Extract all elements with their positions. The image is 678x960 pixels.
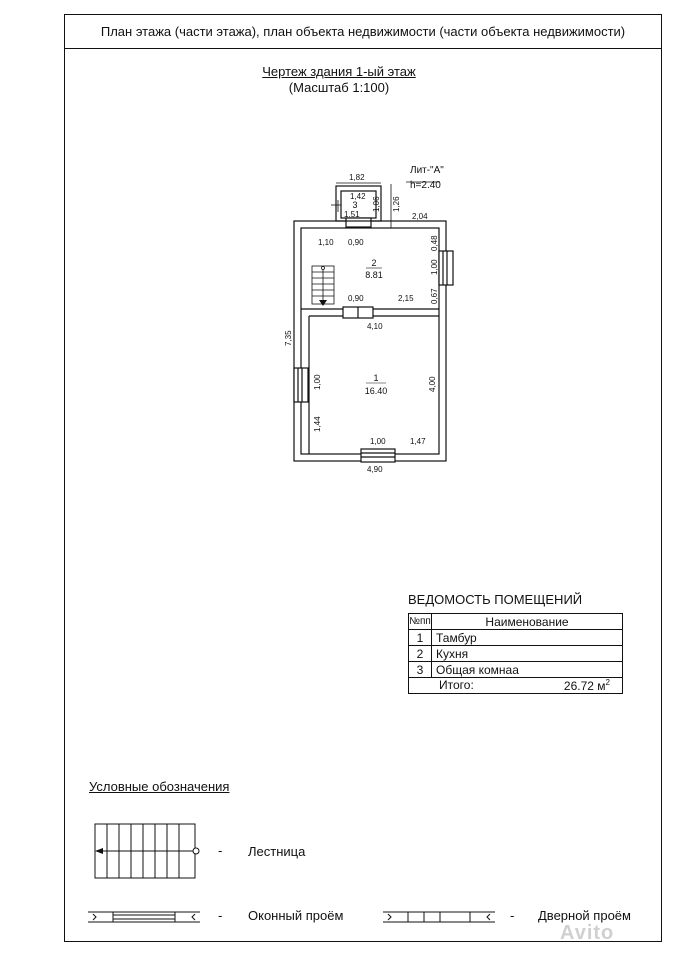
drawing-scale: (Масштаб 1:100) [288, 80, 390, 95]
window-room-bottom [360, 448, 396, 463]
dim-label: 1,82 [349, 173, 365, 182]
legend-door-dash: - [510, 908, 515, 923]
legend-door-label: Дверной проём [538, 908, 631, 923]
row-name: Общая комнаа [431, 661, 623, 678]
legend-stairs-icon [94, 823, 200, 879]
window-room-left [293, 367, 309, 403]
room-2-number: 2 [371, 258, 376, 268]
room-schedule-table: №пп Наименование 1 Тамбур 2 Кухня 3 Обща… [408, 613, 623, 694]
table-row: 1 Тамбур [408, 629, 623, 646]
door-3-2 [345, 217, 372, 228]
room-1-area: 16.40 [365, 386, 388, 396]
legend-door-icon [383, 911, 495, 923]
dim-label: 7,35 [284, 330, 293, 346]
legend-stairs-dash: - [218, 843, 223, 858]
legend-window-icon [88, 911, 200, 923]
col-header-num: №пп [408, 613, 432, 630]
table-total-row: Итого: 26.72 м2 [408, 677, 623, 694]
table-row: 3 Общая комнаа [408, 661, 623, 678]
dim-label: 1,42 [350, 192, 366, 201]
row-num: 1 [408, 629, 432, 646]
legend-title: Условные обозначения [89, 779, 230, 794]
dim-label: 0,67 [430, 288, 439, 304]
dim-label: 1,47 [410, 437, 426, 446]
dim-label: 0,90 [348, 238, 364, 247]
dim-label: 1,00 [430, 259, 439, 275]
table-row: 2 Кухня [408, 645, 623, 662]
dim-label: 1,44 [313, 416, 322, 432]
window-kitchen [438, 250, 454, 286]
col-header-name: Наименование [431, 613, 623, 630]
dim-label: 1,00 [313, 374, 322, 390]
row-num: 2 [408, 645, 432, 662]
room-1-number: 1 [373, 373, 378, 383]
dim-label: 4,90 [367, 465, 383, 474]
row-num: 3 [408, 661, 432, 678]
dim-label: 1,10 [318, 238, 334, 247]
dim-label: 0,48 [430, 235, 439, 251]
dim-label: 0,90 [348, 294, 364, 303]
dim-label: 2,15 [398, 294, 414, 303]
avito-watermark: Avito [560, 922, 615, 944]
dim-label: 1,26 [392, 196, 401, 212]
schedule-title: ВЕДОМОСТЬ ПОМЕЩЕНИЙ [408, 592, 583, 607]
total-value: 26.72 м [563, 679, 606, 693]
building-height: h=2.40 [410, 180, 441, 191]
dim-label: 4,00 [428, 376, 437, 392]
stairs-symbol [311, 265, 335, 305]
row-name: Кухня [431, 645, 623, 662]
total-unit-sup: 2 [605, 678, 610, 687]
dim-label: 4,10 [367, 322, 383, 331]
drawing-title: Чертеж здания 1-ый этаж [262, 64, 416, 79]
dim-label: 1.51 [344, 210, 360, 219]
legend-stairs-label: Лестница [248, 844, 306, 859]
row-name: Тамбур [431, 629, 623, 646]
drawing-frame [64, 14, 662, 942]
total-label: Итого: [439, 678, 474, 692]
room-3-number: 3 [352, 200, 357, 210]
header-title: План этажа (части этажа), план объекта н… [64, 14, 662, 49]
legend-window-dash: - [218, 908, 223, 923]
room-2-area: 8.81 [365, 270, 383, 280]
building-lit: Лит-"А" [410, 165, 444, 176]
dim-label: 2,04 [412, 212, 428, 221]
dim-label: 1,00 [370, 437, 386, 446]
legend-window-label: Оконный проём [248, 908, 344, 923]
dim-label: 1,06 [372, 196, 381, 212]
